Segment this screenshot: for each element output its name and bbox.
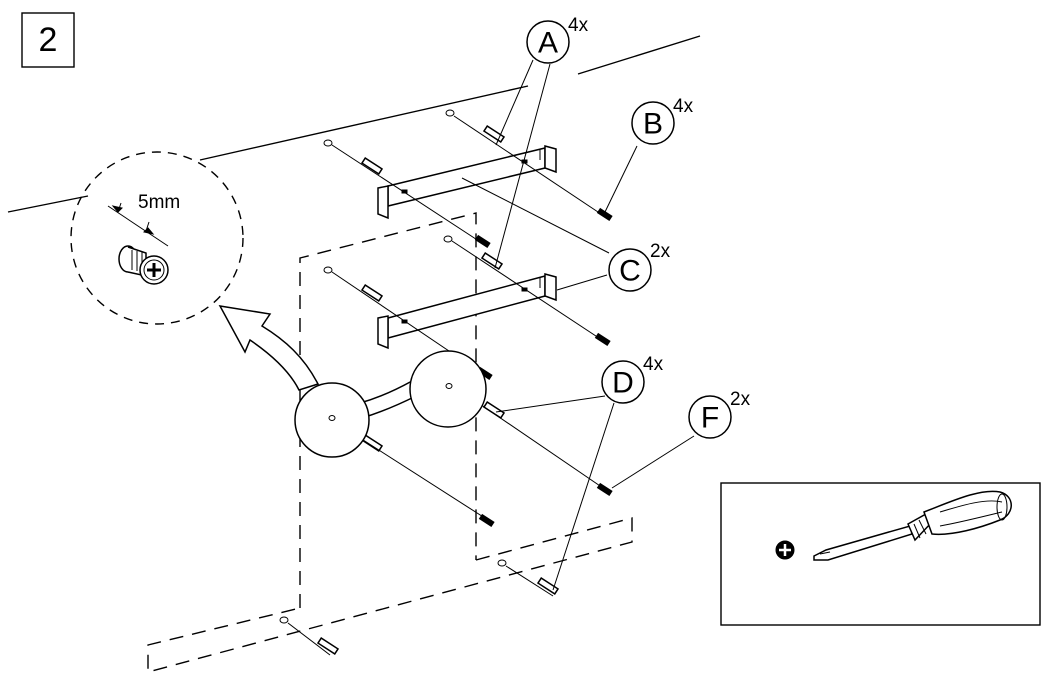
callout-f-letter: F [701,402,719,435]
callout-b-letter: B [643,108,663,141]
mounting-rail-upper [377,145,557,220]
dimension-label: 5mm [138,192,180,213]
callout-leaders [461,59,695,591]
step-number-box: 2 [21,12,75,68]
screw-head-detail-icon [118,245,169,285]
callout-d-letter: D [612,367,634,400]
phillips-screwdriver-icon [813,490,1012,561]
callout-d: D 4x [601,354,664,404]
callout-a-qty: 4x [568,15,589,36]
callout-b-qty: 4x [673,96,694,117]
detail-arrow [218,305,320,391]
magnifier-connector [294,350,487,458]
cabinet-outline-dashed [147,212,633,673]
callout-c-qty: 2x [650,241,671,262]
step-number: 2 [39,21,58,59]
mounting-rail-lower [377,273,557,350]
callout-f-qty: 2x [730,389,751,410]
screws [474,207,613,528]
callout-a-letter: A [538,27,558,60]
callout-f: F 2x [688,389,751,439]
callout-d-qty: 4x [643,354,664,375]
wall-line [7,35,701,213]
tool-box [720,482,1041,626]
callout-c: C 2x [608,241,671,292]
callout-c-letter: C [619,255,641,288]
detail-circle: 5mm [70,151,244,325]
callout-b: B 4x [631,96,694,145]
callout-a: A 4x [526,15,589,64]
phillips-symbol-icon [775,540,795,560]
